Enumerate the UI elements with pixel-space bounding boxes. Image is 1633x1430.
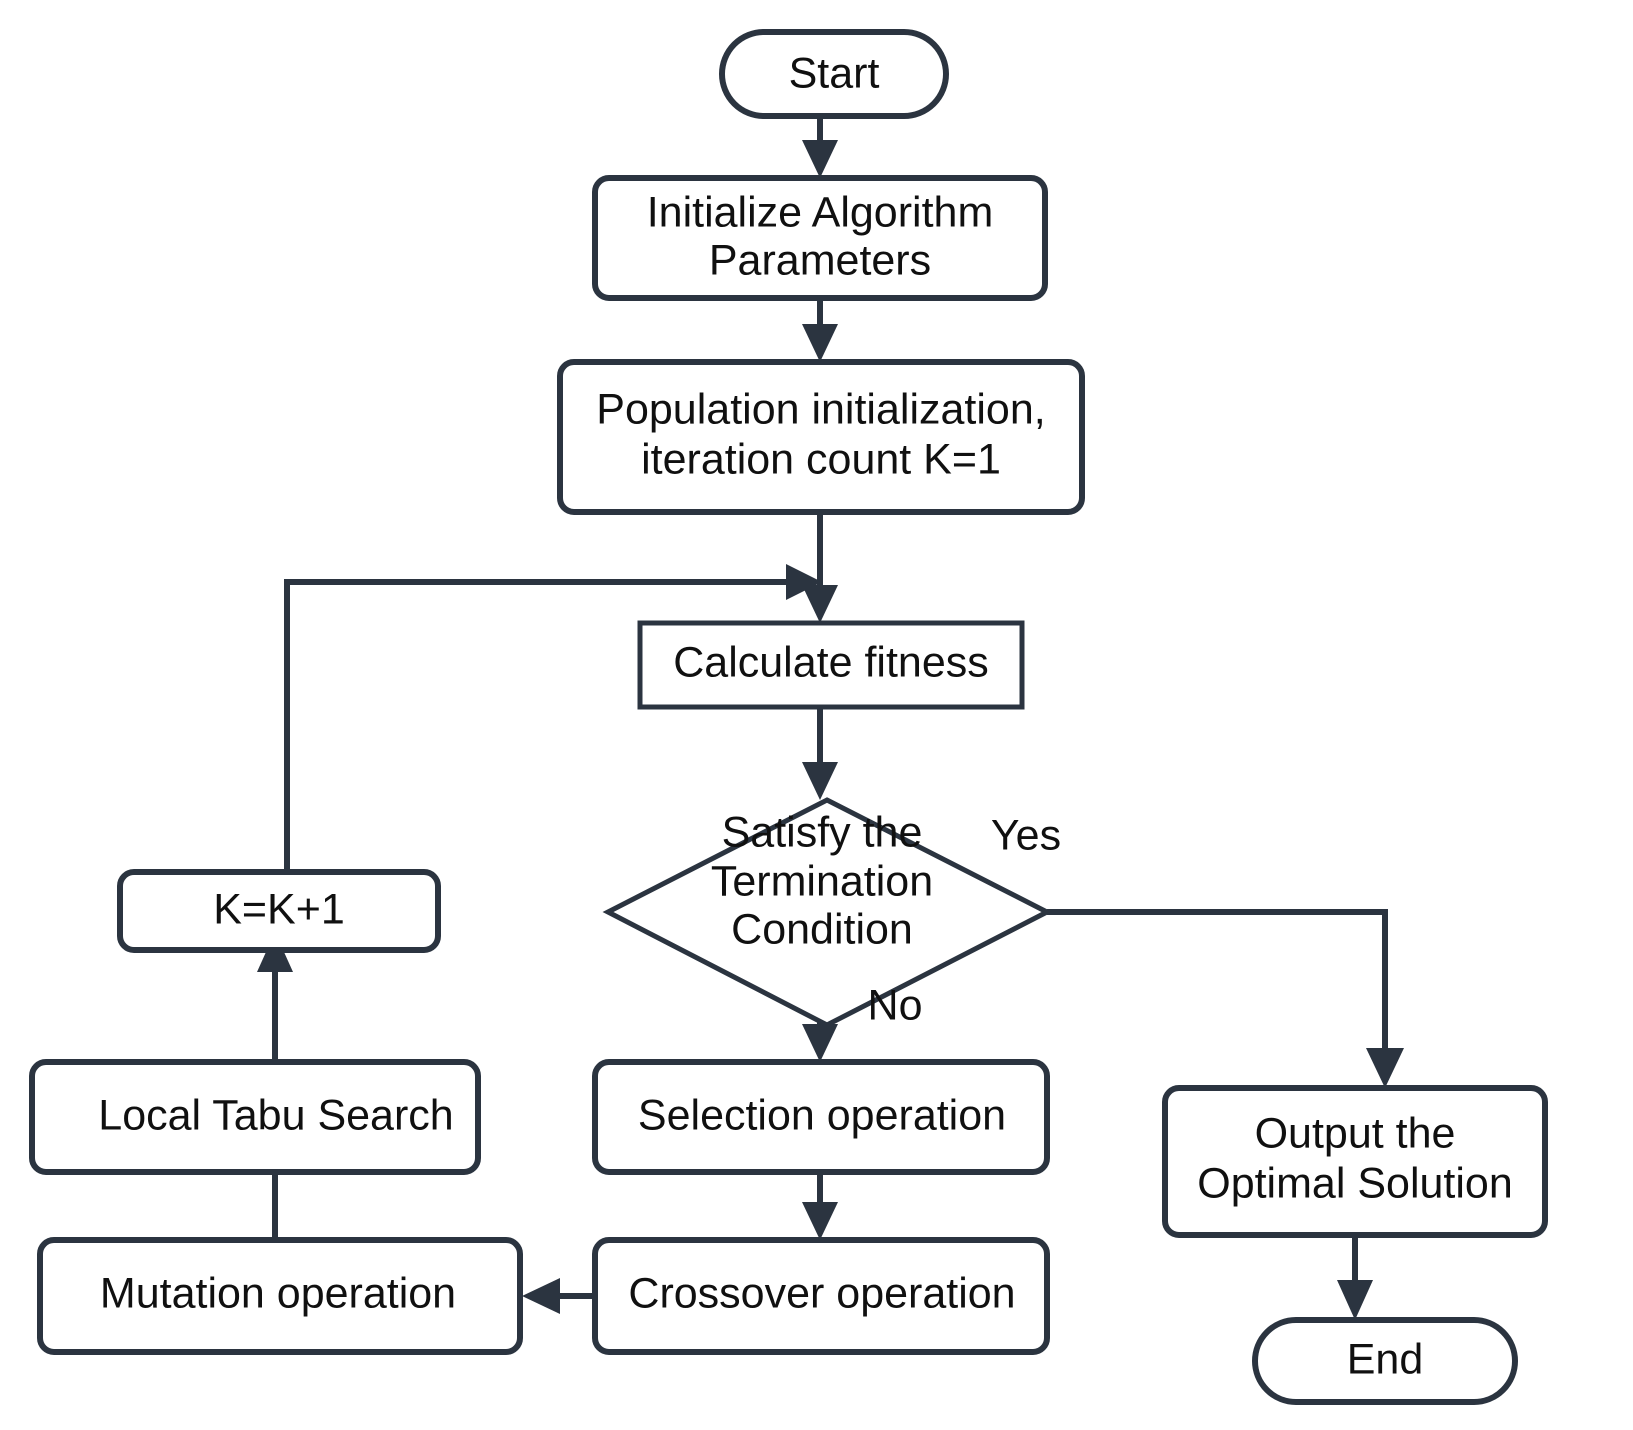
node-increment-k[interactable]: K=K+1 [117,869,441,953]
edge-start-to-init [802,115,838,178]
node-selection-operation[interactable]: Selection operation [592,1059,1050,1175]
node-termination-line1: Satisfy the [722,808,923,856]
edge-init-to-population [802,297,838,362]
node-local-tabu-label: Local Tabu Search [98,1091,453,1139]
node-end[interactable]: End [1252,1317,1518,1405]
node-termination-line3: Condition [731,905,913,953]
node-start[interactable]: Start [719,29,949,119]
node-start-label: Start [789,49,880,97]
node-termination-decision[interactable]: Satisfy the Termination Condition [602,797,1053,1028]
node-local-tabu-search[interactable]: Local Tabu Search [29,1059,481,1175]
node-population-init-line1: Population initialization, [596,385,1045,433]
node-calculate-fitness-label: Calculate fitness [673,638,989,686]
edge-decision-yes-to-output [1047,909,1404,1088]
edge-population-to-fitness [802,512,838,623]
edge-selection-to-crossover [802,1172,838,1240]
node-population-init-line2: iteration count K=1 [641,435,1001,483]
node-mutation-operation[interactable]: Mutation operation [37,1237,523,1355]
node-crossover-label: Crossover operation [628,1269,1015,1317]
node-population-initialization[interactable]: Population initialization, iteration cou… [557,359,1085,515]
node-output-line1: Output the [1255,1109,1456,1157]
node-calculate-fitness[interactable]: Calculate fitness [637,620,1025,710]
edge-fitness-to-decision [802,707,838,800]
node-end-label: End [1347,1335,1424,1383]
node-termination-line2: Termination [711,857,933,905]
node-increment-k-label: K=K+1 [213,885,345,933]
node-init-params-line1: Initialize Algorithm [647,188,994,236]
edge-output-to-end [1337,1235,1373,1320]
node-initialize-algorithm-parameters[interactable]: Initialize Algorithm Parameters [592,175,1048,301]
node-selection-label: Selection operation [638,1091,1006,1139]
node-crossover-operation[interactable]: Crossover operation [592,1237,1050,1355]
edge-incrementk-to-fitness-loop [284,564,822,872]
node-output-optimal-solution[interactable]: Output the Optimal Solution [1162,1085,1548,1238]
node-mutation-label: Mutation operation [100,1269,456,1317]
edge-label-yes: Yes [991,811,1061,859]
edge-label-no: No [868,981,923,1029]
edge-crossover-to-mutation [522,1278,595,1314]
node-output-line2: Optimal Solution [1197,1159,1513,1207]
node-init-params-line2: Parameters [709,236,931,284]
